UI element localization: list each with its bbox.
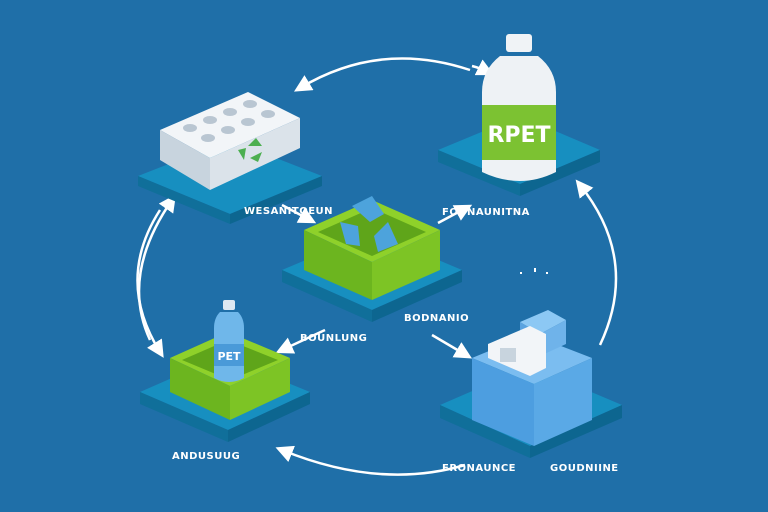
- cycle-arrow-icon: [471, 59, 495, 76]
- bottle-icon: RPET: [482, 34, 556, 181]
- cycle-arrow-icon: [136, 209, 164, 358]
- label-bottom-right: GOUDNIINE: [550, 463, 619, 474]
- crate-icon: [472, 310, 592, 446]
- cycle-arrow-icon: [293, 57, 471, 92]
- crate-station: [440, 310, 622, 458]
- sparkle-marks: [520, 268, 548, 274]
- inner-arrows: [275, 203, 473, 359]
- cycle-arrows: [136, 57, 618, 476]
- label-center-left: BOUNLUNG: [300, 333, 368, 344]
- cycle-arrow-icon: [575, 179, 618, 346]
- cycle-arrow-icon: [275, 445, 466, 476]
- pet-bottle-station: PET: [140, 300, 310, 442]
- bottle-label-large: RPET: [487, 123, 550, 148]
- label-top-left: WESANITOEUN: [244, 206, 334, 217]
- bottle-icon: PET: [214, 300, 244, 382]
- cycle-arrow-icon: [137, 194, 176, 341]
- bottle-label-small: PET: [217, 350, 241, 363]
- recycle-icon: [340, 196, 398, 252]
- label-bottom-left: ANDUSUUG: [172, 451, 241, 462]
- rpet-bottle-station: RPET: [438, 34, 600, 196]
- recycle-icon: [238, 138, 262, 162]
- tray-station: [138, 92, 322, 224]
- label-bottom-mid: FRONAUNCE: [442, 463, 516, 474]
- recycling-bin-station: [282, 196, 462, 322]
- label-center-right: BODNANIO: [404, 313, 470, 324]
- label-top-right: FOUNAUNITNA: [442, 207, 530, 218]
